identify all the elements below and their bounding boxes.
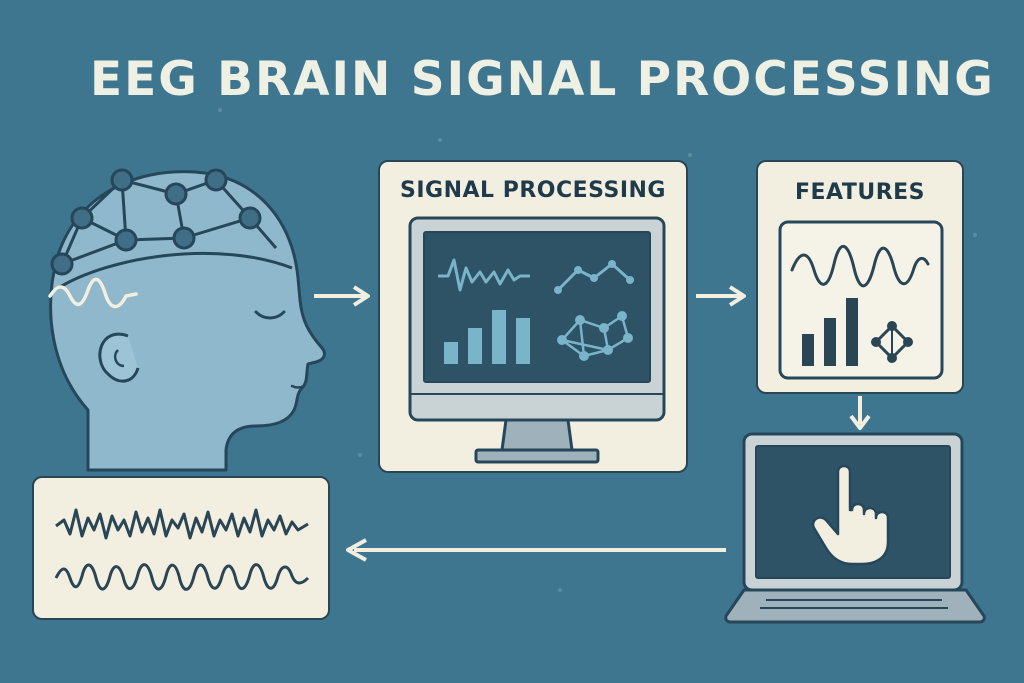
features-card: FEATURES — [756, 160, 964, 394]
arrow-right-icon — [696, 285, 746, 307]
network-graph-icon — [871, 321, 913, 363]
line-graph-icon — [554, 260, 634, 294]
head-with-electrodes-icon — [48, 168, 326, 472]
monitor-icon — [408, 216, 666, 464]
arrow-left-icon — [346, 538, 726, 562]
bar-chart-icon — [802, 298, 858, 366]
laptop-icon — [724, 432, 986, 624]
arrow-down-icon — [849, 396, 871, 430]
page-title: EEG BRAIN SIGNAL PROCESSING — [90, 52, 995, 107]
signal-processing-label: SIGNAL PROCESSING — [399, 178, 666, 203]
eeg-signal-card — [32, 476, 330, 620]
signal-processing-card: SIGNAL PROCESSING — [378, 160, 688, 473]
features-panel-icon — [778, 220, 944, 380]
arrow-right-icon — [314, 285, 370, 307]
bar-chart-icon — [444, 310, 530, 364]
pointing-hand-icon — [811, 464, 890, 566]
features-label: FEATURES — [794, 180, 926, 205]
eeg-wave-icon — [54, 508, 310, 591]
